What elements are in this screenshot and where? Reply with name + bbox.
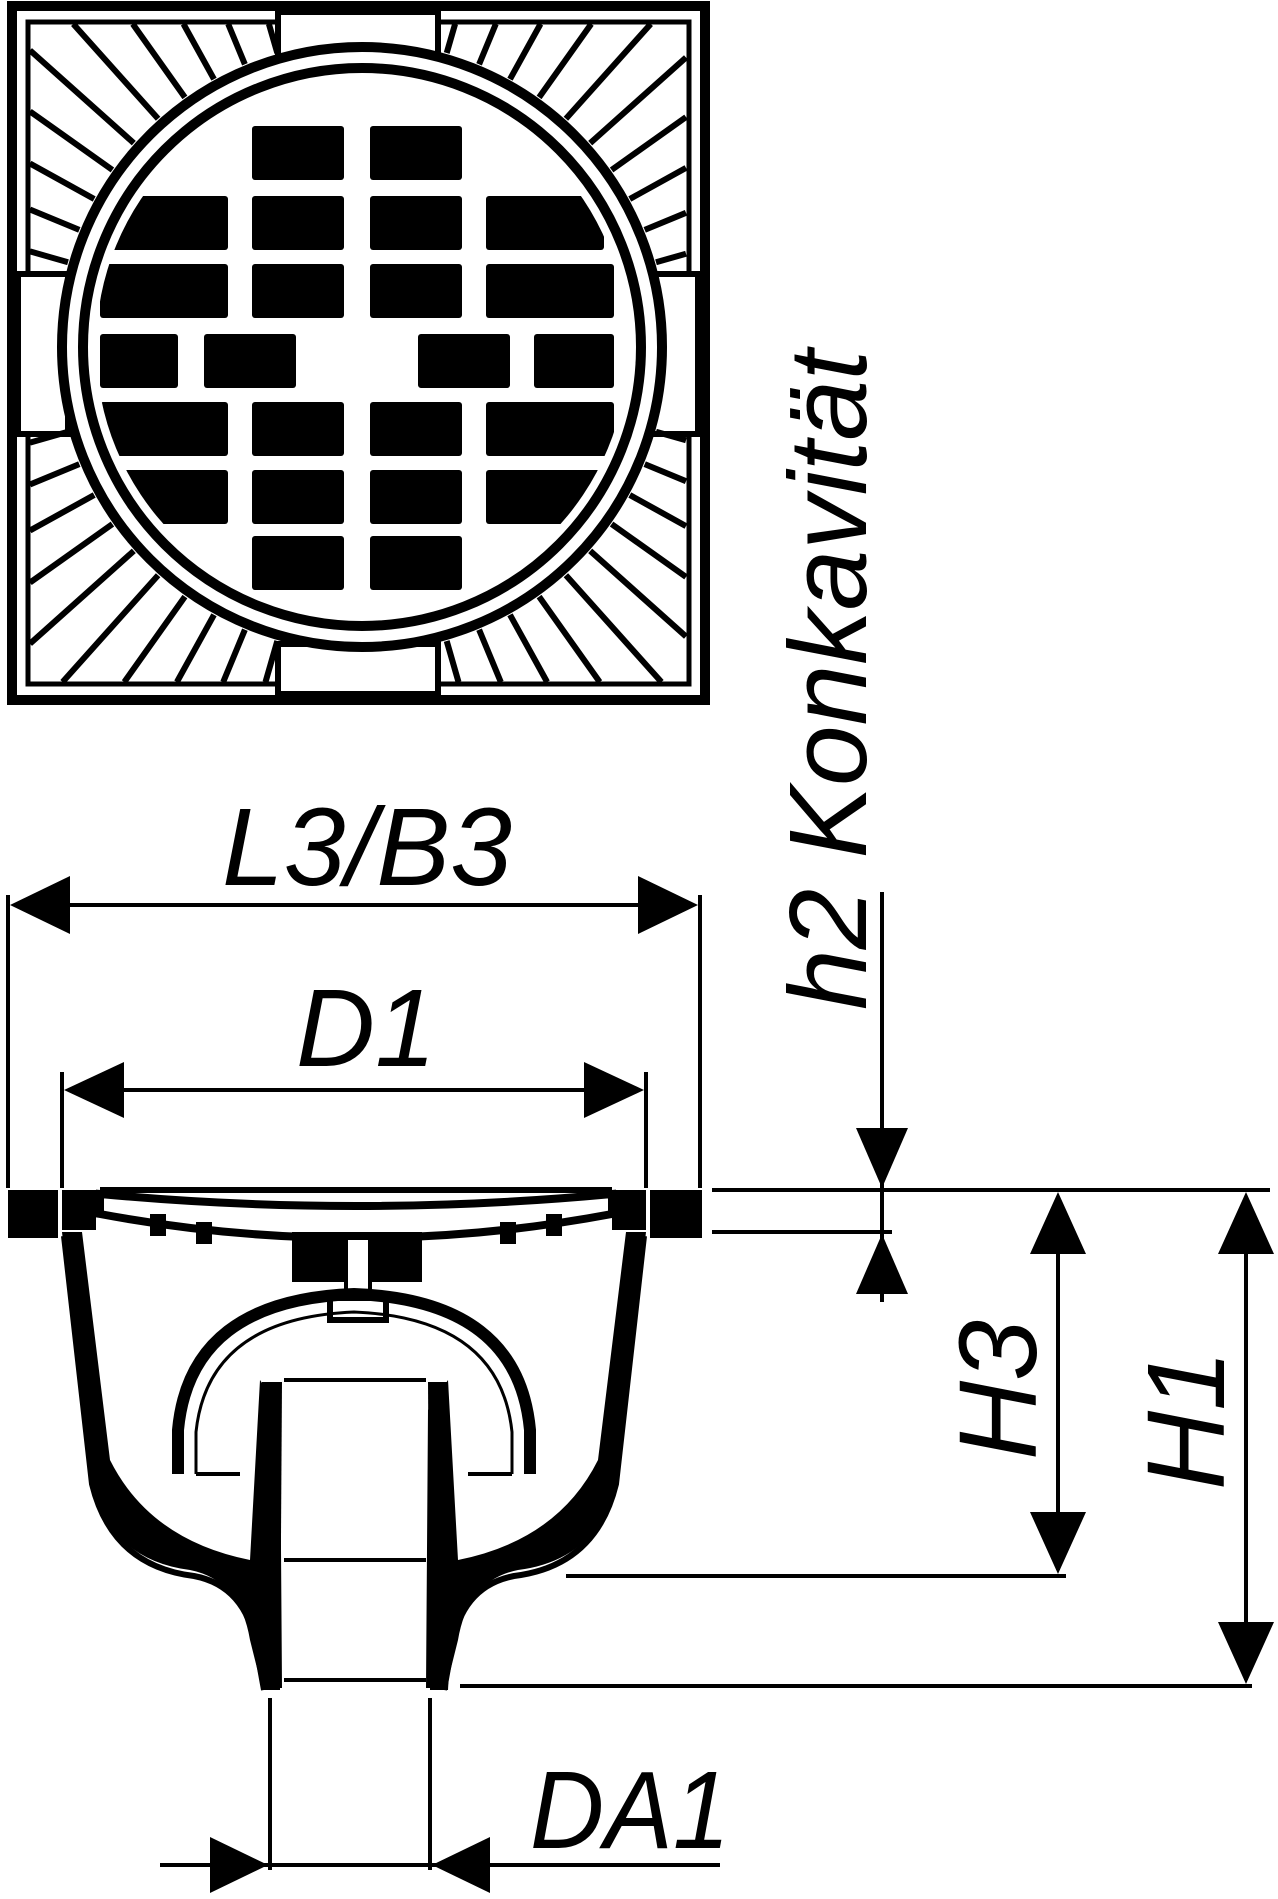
h1-arrow-down xyxy=(1218,1622,1274,1684)
radial-rib xyxy=(628,492,688,529)
radial-rib xyxy=(174,613,217,684)
d1-arrow-left xyxy=(64,1062,124,1118)
radial-rib xyxy=(29,248,69,266)
radial-rib xyxy=(225,22,248,66)
radial-rib xyxy=(536,594,603,684)
flange-right xyxy=(650,1190,702,1238)
h2-arrow-up xyxy=(856,1234,908,1294)
radial-rib xyxy=(28,160,96,202)
radial-rib xyxy=(643,461,688,484)
radial-rib xyxy=(180,22,217,81)
radial-rib xyxy=(655,250,687,266)
radial-rib xyxy=(536,22,594,100)
radial-rib xyxy=(28,206,81,233)
body-outer-outline xyxy=(61,1235,647,1691)
radial-rib xyxy=(220,628,248,684)
label-h2-konkavitaet: h2 Konkavität xyxy=(767,346,890,1010)
da1-arrow-right xyxy=(432,1837,490,1893)
radial-rib xyxy=(588,55,688,146)
h2-arrow-down xyxy=(856,1128,908,1188)
dimensions xyxy=(6,876,1274,1893)
radial-rib xyxy=(262,640,281,683)
radial-rib xyxy=(28,521,115,586)
grating-slots xyxy=(100,126,614,590)
radial-rib xyxy=(588,548,688,639)
grating-section-slots xyxy=(150,1214,562,1244)
label-h1: H1 xyxy=(1125,1350,1248,1490)
frame-outer xyxy=(7,1,710,705)
radial-rib xyxy=(609,521,688,580)
h3-arrow-up xyxy=(1030,1192,1086,1254)
radial-rib xyxy=(609,114,688,173)
radial-rib xyxy=(71,21,161,121)
h1-arrow-up xyxy=(1218,1192,1274,1254)
radial-rib xyxy=(628,165,688,202)
radial-rib xyxy=(60,573,161,684)
h3-arrow-down xyxy=(1030,1512,1086,1574)
da1-arrow-left xyxy=(210,1837,268,1893)
odour-trap-bell xyxy=(172,1287,536,1474)
radial-rib xyxy=(643,210,688,233)
d1-arrow-right xyxy=(584,1062,644,1118)
label-h3: H3 xyxy=(937,1320,1060,1460)
l3-arrow-left xyxy=(10,876,70,934)
radial-rib xyxy=(443,640,462,683)
radial-rib xyxy=(28,108,115,173)
radial-rib xyxy=(563,21,653,121)
radial-rib xyxy=(29,428,69,446)
radial-rib xyxy=(28,492,96,534)
radial-rib xyxy=(28,48,136,146)
top-view xyxy=(7,1,710,705)
radial-rib xyxy=(563,573,664,684)
seal-right xyxy=(612,1190,646,1230)
radial-rib xyxy=(476,628,504,684)
radial-rib xyxy=(130,22,188,100)
body-wall-right xyxy=(426,1232,646,1688)
radial-ribs xyxy=(28,21,688,684)
body-wall xyxy=(62,1232,282,1688)
radial-rib xyxy=(121,594,188,684)
radial-rib xyxy=(443,23,458,54)
outlet-pipe-left xyxy=(258,1382,282,1690)
radial-rib xyxy=(476,22,499,66)
radial-rib xyxy=(507,22,544,81)
grating-section xyxy=(96,1189,616,1242)
odour-trap-bell-inner xyxy=(194,1310,514,1474)
side-view xyxy=(8,1187,702,1691)
label-l3-b3: L3/B3 xyxy=(222,786,512,909)
flange-left xyxy=(8,1190,58,1238)
radial-rib xyxy=(655,428,687,444)
label-d1: D1 xyxy=(296,967,436,1090)
outlet-pipe-right xyxy=(428,1382,452,1690)
radial-rib xyxy=(28,548,136,646)
seal-left xyxy=(62,1190,96,1230)
label-da1: DA1 xyxy=(530,1749,730,1872)
l3-arrow-right xyxy=(638,876,698,934)
radial-rib xyxy=(507,613,550,684)
radial-rib xyxy=(266,23,281,54)
radial-rib xyxy=(28,461,81,488)
